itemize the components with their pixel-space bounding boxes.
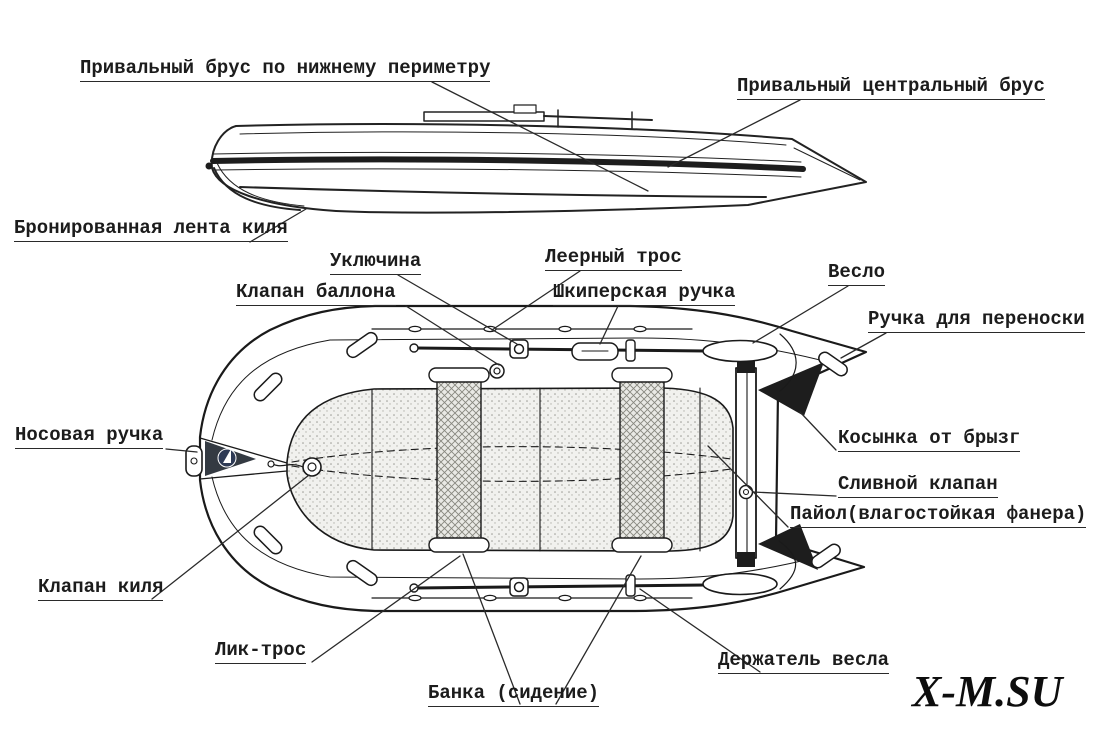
splash-guard-part-bottom (758, 524, 818, 570)
label-oarlock: Уключина (330, 250, 422, 275)
label-grab-rope: Леерный трос (545, 246, 682, 271)
keel-valve-part (267, 457, 322, 477)
label-tube-valve: Клапан баллона (236, 281, 396, 306)
side-bow-fitting (205, 162, 213, 170)
tube-seam-bottom (211, 476, 819, 580)
leader-keel-valve (151, 474, 310, 600)
central-rub-rail-band (210, 156, 806, 172)
leader-oarlock (397, 274, 518, 345)
label-floorboard: Пайол(влагостойкая фанера) (790, 503, 1087, 528)
leader-tube-valve (405, 305, 500, 366)
label-oar: Весло (828, 261, 886, 286)
leader-oar (752, 285, 849, 344)
seat-right-part (611, 367, 673, 553)
leader-drain-valve (752, 491, 837, 497)
label-rub-rail-bottom: Привальный брус по нижнему периметру (80, 57, 491, 82)
leader-carry-handle (840, 332, 887, 359)
tube-valve-part (489, 363, 505, 379)
central-rub-rail-top-line (212, 151, 802, 163)
side-cone-seam (793, 147, 861, 181)
oar-blade-bottom (702, 572, 778, 596)
leader-splash-guard (799, 411, 837, 451)
label-lik-rope: Лик-трос (215, 639, 307, 664)
label-splash-guard: Косынка от брызг (838, 427, 1021, 452)
side-view (205, 104, 867, 214)
bow-emblem-sail-icon (223, 449, 231, 463)
label-oar-holder: Держатель весла (718, 649, 890, 674)
central-rub-rail-bottom-line (214, 168, 802, 178)
cone-base-bottom (778, 540, 797, 590)
bow-part (185, 437, 288, 480)
rope-handles (253, 331, 848, 587)
leader-keel-armor (249, 208, 307, 243)
carry-handle-part (818, 351, 848, 377)
leader-skipper-handle (599, 305, 619, 345)
leader-seat-left (462, 553, 521, 705)
oar-holder-part-bottom (625, 574, 636, 597)
leader-rub-rail-bottom (431, 81, 649, 192)
label-seat: Банка (сидение) (428, 682, 600, 707)
label-bow-handle: Носовая ручка (15, 424, 164, 449)
leader-rub-rail-central (667, 99, 801, 168)
label-keel-armor-band: Бронированная лента киля (14, 217, 288, 242)
oar-blade-top (702, 339, 778, 363)
keel-armor-band-part (213, 167, 301, 211)
keel-seam-lower (291, 465, 732, 482)
oar-bottom-part (409, 572, 778, 597)
grab-rope-part (371, 325, 693, 602)
side-stowed-oar (543, 115, 653, 121)
side-oar-clips (557, 109, 633, 129)
top-view (185, 304, 868, 613)
floorboard-part (286, 387, 734, 552)
oarlock-top-part (509, 339, 529, 359)
label-skipper-handle: Шкиперская ручка (553, 281, 736, 306)
leader-lines (151, 81, 887, 705)
keel-seam-upper (291, 446, 732, 463)
seat-left-part (428, 367, 490, 553)
lower-rub-rail-line (239, 186, 767, 198)
side-fitting (513, 104, 537, 114)
leader-oar-holder (639, 588, 761, 673)
oarlock-bottom-part (509, 577, 529, 597)
leader-floorboard (707, 445, 789, 528)
label-keel-valve: Клапан киля (38, 576, 164, 601)
drain-valve-part (738, 484, 754, 500)
leader-lik-rope (311, 555, 461, 663)
oar-top-part (409, 339, 778, 363)
keel-armor-band-inner (216, 162, 305, 207)
label-drain-valve: Сливной клапан (838, 473, 998, 498)
leader-grab-rope (491, 270, 581, 331)
transom-part (735, 358, 757, 567)
leader-bow-handle (165, 448, 198, 453)
label-rub-rail-central: Привальный центральный брус (737, 75, 1045, 100)
watermark: X-M.SU (912, 667, 1063, 716)
label-carry-handle: Ручка для переноски (868, 308, 1085, 333)
oar-holder-part-top (625, 339, 636, 362)
leader-seat-right (555, 555, 642, 705)
cone-base-top (779, 333, 797, 392)
skipper-handle-part (571, 342, 619, 361)
splash-guard-part-top (758, 362, 824, 416)
floor-joints (371, 387, 701, 552)
